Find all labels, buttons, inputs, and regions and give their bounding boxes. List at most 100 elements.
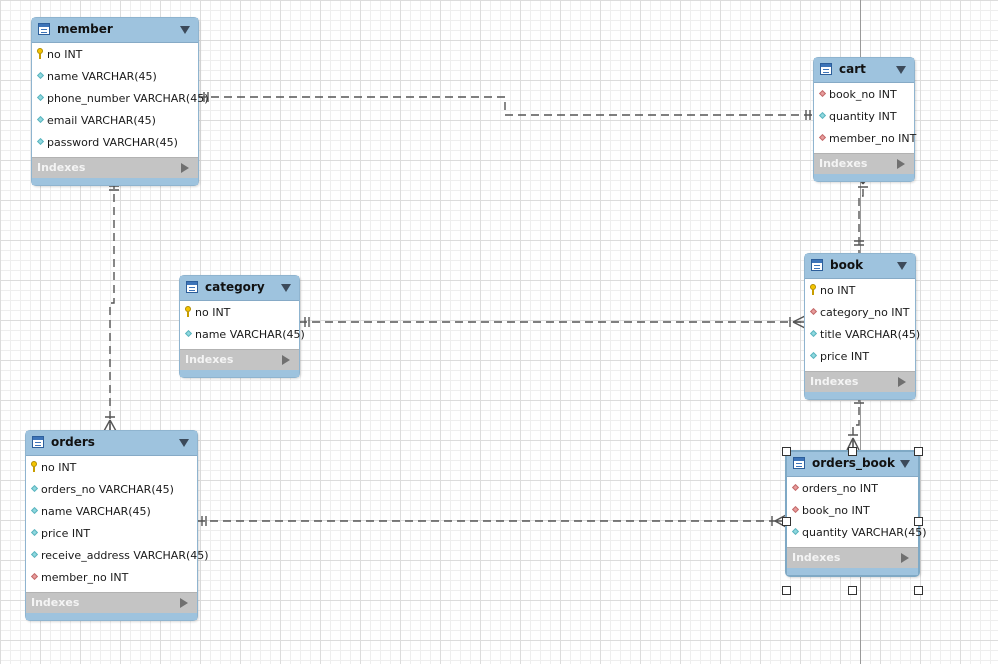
collapse-arrow-icon[interactable]	[897, 262, 907, 270]
resize-handle-top[interactable]	[848, 447, 857, 456]
resize-handle-bottom[interactable]	[848, 586, 857, 595]
column-label: orders_no INT	[802, 482, 878, 495]
expand-arrow-icon[interactable]	[282, 355, 290, 365]
indexes-section[interactable]: Indexes	[32, 157, 198, 178]
column-icon	[36, 137, 45, 146]
column-icon	[30, 528, 39, 537]
column-row[interactable]: price INT	[805, 346, 915, 368]
expand-arrow-icon[interactable]	[898, 377, 906, 387]
table-orders-header[interactable]: orders	[26, 431, 197, 456]
table-member-header[interactable]: member	[32, 18, 198, 43]
column-row[interactable]: no INT	[26, 457, 197, 479]
foreign-key-icon	[818, 133, 827, 142]
table-icon	[38, 23, 50, 35]
collapse-arrow-icon[interactable]	[281, 284, 291, 292]
indexes-label: Indexes	[31, 596, 80, 609]
relationship-member-cart[interactable]	[198, 92, 813, 120]
column-row[interactable]: member_no INT	[814, 128, 917, 150]
column-row[interactable]: no INT	[32, 44, 198, 66]
column-row[interactable]: book_no INT	[814, 84, 914, 106]
indexes-section[interactable]: Indexes	[26, 592, 197, 613]
table-book[interactable]: book no INT category_no INT title VARCHAR(…	[804, 253, 920, 400]
foreign-key-icon	[791, 505, 800, 514]
foreign-key-icon	[30, 572, 39, 581]
column-icon	[184, 329, 193, 338]
column-row[interactable]: email VARCHAR(45)	[32, 110, 198, 132]
collapse-arrow-icon[interactable]	[179, 439, 189, 447]
relationship-cart-book[interactable]	[854, 175, 870, 254]
column-row[interactable]: category_no INT	[805, 302, 915, 324]
column-row[interactable]: book_no INT	[787, 500, 918, 522]
column-list: no INT name VARCHAR(45)	[180, 301, 305, 349]
relationship-category-book[interactable]	[299, 315, 806, 329]
expand-arrow-icon[interactable]	[897, 159, 905, 169]
resize-handle-bottom-right[interactable]	[914, 586, 923, 595]
relationship-book-orders-book[interactable]	[846, 394, 864, 451]
column-row[interactable]: no INT	[180, 302, 299, 324]
column-label: phone_number VARCHAR(45)	[47, 92, 209, 105]
foreign-key-icon	[818, 89, 827, 98]
column-row[interactable]: receive_address VARCHAR(45)	[26, 545, 209, 567]
indexes-section[interactable]: Indexes	[787, 547, 918, 568]
column-row[interactable]: name VARCHAR(45)	[180, 324, 305, 346]
column-row[interactable]: phone_number VARCHAR(45)	[32, 88, 209, 110]
column-row[interactable]: name VARCHAR(45)	[26, 501, 197, 523]
column-label: category_no INT	[820, 306, 910, 319]
table-orders-book[interactable]: orders_book orders_no INT book_no INT quan…	[785, 450, 927, 577]
column-row[interactable]: member_no INT	[26, 567, 197, 589]
column-row[interactable]: title VARCHAR(45)	[805, 324, 920, 346]
resize-handle-left[interactable]	[782, 517, 791, 526]
collapse-arrow-icon[interactable]	[896, 66, 906, 74]
table-orders[interactable]: orders no INT orders_no VARCHAR(45) name V…	[25, 430, 209, 621]
column-label: name VARCHAR(45)	[41, 505, 151, 518]
indexes-section[interactable]: Indexes	[814, 153, 914, 174]
column-row[interactable]: orders_no VARCHAR(45)	[26, 479, 197, 501]
column-row[interactable]: quantity INT	[814, 106, 914, 128]
column-label: orders_no VARCHAR(45)	[41, 483, 174, 496]
table-icon	[32, 436, 44, 448]
table-title: cart	[839, 62, 866, 76]
resize-handle-bottom-left[interactable]	[782, 586, 791, 595]
column-row[interactable]: name VARCHAR(45)	[32, 66, 198, 88]
expand-arrow-icon[interactable]	[180, 598, 188, 608]
column-label: name VARCHAR(45)	[195, 328, 305, 341]
indexes-label: Indexes	[37, 161, 86, 174]
column-label: member_no INT	[829, 132, 917, 145]
column-row[interactable]: no INT	[805, 280, 915, 302]
column-row[interactable]: password VARCHAR(45)	[32, 132, 198, 154]
column-icon	[791, 527, 800, 536]
table-cart-header[interactable]: cart	[814, 58, 914, 83]
table-category-header[interactable]: category	[180, 276, 299, 301]
expand-arrow-icon[interactable]	[901, 553, 909, 563]
table-book-header[interactable]: book	[805, 254, 915, 279]
foreign-key-icon	[791, 483, 800, 492]
table-title: category	[205, 280, 265, 294]
resize-handle-top-right[interactable]	[914, 447, 923, 456]
column-row[interactable]: orders_no INT	[787, 478, 918, 500]
table-orders-book-header[interactable]: orders_book	[787, 452, 918, 477]
indexes-section[interactable]: Indexes	[805, 371, 915, 392]
primary-key-icon	[810, 284, 816, 295]
column-row[interactable]: quantity VARCHAR(45)	[787, 522, 927, 544]
column-label: member_no INT	[41, 571, 129, 584]
column-label: book_no INT	[802, 504, 870, 517]
indexes-label: Indexes	[819, 157, 868, 170]
collapse-arrow-icon[interactable]	[180, 26, 190, 34]
relationship-orders-orders-book[interactable]	[197, 514, 787, 528]
relationship-member-orders[interactable]	[103, 181, 119, 432]
table-footer	[180, 370, 299, 377]
column-row[interactable]: price INT	[26, 523, 197, 545]
resize-handle-right[interactable]	[914, 517, 923, 526]
expand-arrow-icon[interactable]	[181, 163, 189, 173]
table-footer	[26, 613, 197, 620]
table-category[interactable]: category no INT name VARCHAR(45) Indexes	[179, 275, 305, 378]
resize-handle-top-left[interactable]	[782, 447, 791, 456]
indexes-label: Indexes	[185, 353, 234, 366]
indexes-section[interactable]: Indexes	[180, 349, 299, 370]
column-icon	[809, 329, 818, 338]
column-icon	[36, 115, 45, 124]
collapse-arrow-icon[interactable]	[900, 460, 910, 468]
